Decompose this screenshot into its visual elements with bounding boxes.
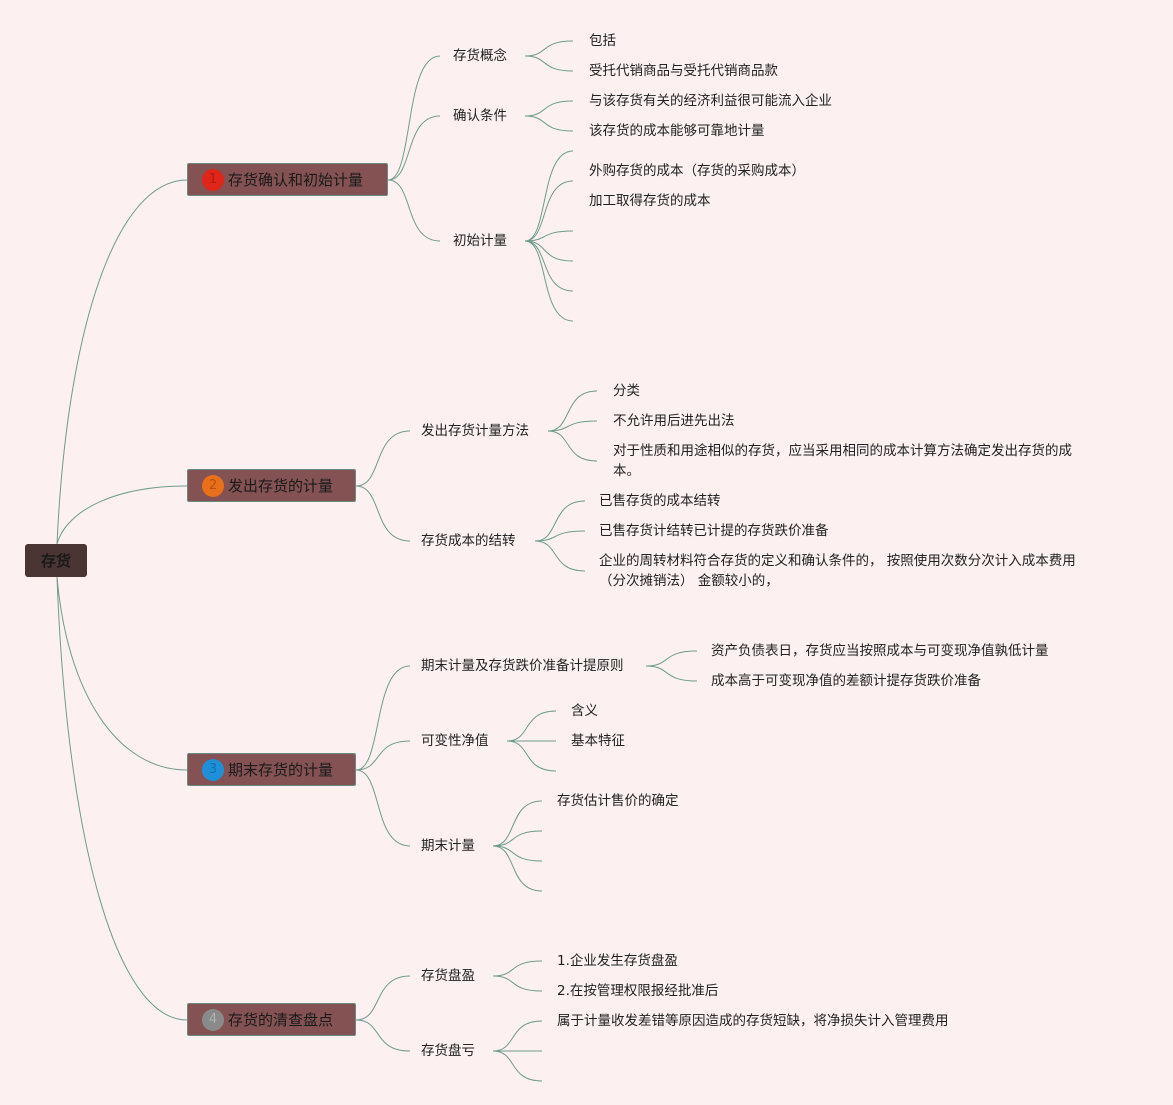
connector-line bbox=[387, 55, 441, 181]
leaf-node[interactable]: 1.企业发生存货盘盈 bbox=[557, 953, 678, 969]
leaf-node[interactable]: 存货估计售价的确定 bbox=[557, 793, 679, 809]
connector-line bbox=[534, 530, 586, 542]
connector-line bbox=[524, 240, 574, 292]
branch-label: 存货的清查盘点 bbox=[228, 1011, 334, 1029]
connector-line bbox=[645, 650, 698, 667]
connector-line bbox=[524, 230, 574, 242]
leaf-node[interactable]: 2.在按管理权限报经批准后 bbox=[557, 983, 719, 999]
connector-line bbox=[56, 576, 188, 1021]
connector-line bbox=[492, 1050, 543, 1082]
leaf-node[interactable]: 该存货的成本能够可靠地计量 bbox=[589, 123, 765, 139]
leaf-node[interactable]: 含义 bbox=[571, 703, 598, 719]
branch-label: 发出存货的计量 bbox=[228, 477, 334, 495]
connector-line bbox=[492, 800, 543, 847]
connector-line bbox=[524, 240, 574, 262]
connector-line bbox=[355, 665, 411, 771]
connector-line bbox=[492, 975, 543, 992]
connector-line bbox=[547, 390, 598, 432]
leaf-node[interactable]: 属于计量收发差错等原因造成的存货短缺，将净损失计入管理费用 bbox=[557, 1013, 949, 1029]
connector-line bbox=[492, 960, 543, 977]
connector-line bbox=[355, 975, 411, 1021]
priority-badge-4: 4 bbox=[202, 1008, 224, 1031]
leaf-node[interactable]: 加工取得存货的成本 bbox=[589, 193, 711, 209]
connector-line bbox=[506, 740, 557, 772]
leaf-node[interactable]: 对于性质和用途相似的存货，应当采用相同的成本计算方法确定发出存货的成本。 bbox=[613, 443, 1072, 479]
topic-node[interactable]: 期末计量 bbox=[421, 838, 475, 854]
topic-node[interactable]: 存货概念 bbox=[453, 48, 507, 64]
connector-line bbox=[506, 710, 557, 742]
connector-line bbox=[547, 430, 598, 462]
leaf-node[interactable]: 基本特征 bbox=[571, 733, 625, 749]
connector-line bbox=[355, 1019, 411, 1052]
connector-line bbox=[492, 830, 543, 847]
branch-node-1[interactable]: 1 存货确认和初始计量 bbox=[187, 163, 388, 196]
connector-line bbox=[387, 179, 441, 242]
topic-node[interactable]: 存货盘亏 bbox=[421, 1043, 475, 1059]
leaf-node[interactable]: 受托代销商品与受托代销商品款 bbox=[589, 63, 778, 79]
leaf-node[interactable]: 分类 bbox=[613, 383, 640, 399]
topic-node[interactable]: 可变性净值 bbox=[421, 733, 489, 749]
branch-node-3[interactable]: 3 期末存货的计量 bbox=[187, 753, 356, 786]
leaf-node[interactable]: 已售存货的成本结转 bbox=[599, 493, 721, 509]
branch-label: 期末存货的计量 bbox=[228, 761, 334, 779]
priority-badge-3: 3 bbox=[202, 758, 224, 781]
priority-badge-2: 2 bbox=[202, 474, 224, 497]
branch-node-4[interactable]: 4 存货的清查盘点 bbox=[187, 1003, 356, 1036]
connector-line bbox=[56, 179, 188, 545]
branch-node-2[interactable]: 2 发出存货的计量 bbox=[187, 469, 356, 502]
priority-badge-1: 1 bbox=[202, 168, 224, 191]
leaf-node[interactable]: 成本高于可变现净值的差额计提存货跌价准备 bbox=[711, 673, 981, 689]
connector-line bbox=[56, 485, 188, 545]
leaf-node[interactable]: 与该存货有关的经济利益很可能流入企业 bbox=[589, 93, 832, 109]
connector-line bbox=[645, 665, 698, 682]
topic-node[interactable]: 发出存货计量方法 bbox=[421, 423, 529, 439]
connector-line bbox=[492, 845, 543, 892]
connector-line bbox=[387, 115, 441, 181]
connector-line bbox=[56, 576, 188, 771]
root-node[interactable]: 存货 bbox=[25, 544, 87, 577]
connector-line bbox=[492, 1020, 543, 1052]
connector-line bbox=[524, 180, 574, 242]
leaf-node[interactable]: 企业的周转材料符合存货的定义和确认条件的， 按照使用次数分次计入成本费用（分次摊… bbox=[599, 553, 1076, 589]
connector-line bbox=[524, 150, 574, 242]
connector-line bbox=[524, 100, 574, 117]
topic-node[interactable]: 初始计量 bbox=[453, 233, 507, 249]
branch-label: 存货确认和初始计量 bbox=[228, 171, 364, 189]
topic-node[interactable]: 期末计量及存货跌价准备计提原则 bbox=[421, 658, 624, 674]
topic-node[interactable]: 确认条件 bbox=[453, 108, 507, 124]
leaf-node[interactable]: 已售存货计结转已计提的存货跌价准备 bbox=[599, 523, 829, 539]
connector-line bbox=[355, 485, 411, 542]
connector-line bbox=[524, 55, 574, 72]
connector-line bbox=[492, 845, 543, 862]
connector-line bbox=[355, 740, 411, 771]
topic-node[interactable]: 存货成本的结转 bbox=[421, 533, 516, 549]
topic-node[interactable]: 存货盘盈 bbox=[421, 968, 475, 984]
connector-line bbox=[534, 500, 586, 542]
leaf-node[interactable]: 资产负债表日，存货应当按照成本与可变现净值孰低计量 bbox=[711, 643, 1049, 659]
connector-line bbox=[534, 540, 586, 572]
leaf-node[interactable]: 外购存货的成本（存货的采购成本） bbox=[589, 163, 805, 179]
leaf-node[interactable]: 包括 bbox=[589, 33, 616, 49]
connector-line bbox=[355, 769, 411, 847]
connector-line bbox=[355, 430, 411, 487]
leaf-node[interactable]: 不允许用后进先出法 bbox=[613, 413, 735, 429]
connector-line bbox=[524, 115, 574, 132]
connector-line bbox=[524, 240, 574, 322]
connector-line bbox=[524, 40, 574, 57]
connector-line bbox=[547, 420, 598, 432]
